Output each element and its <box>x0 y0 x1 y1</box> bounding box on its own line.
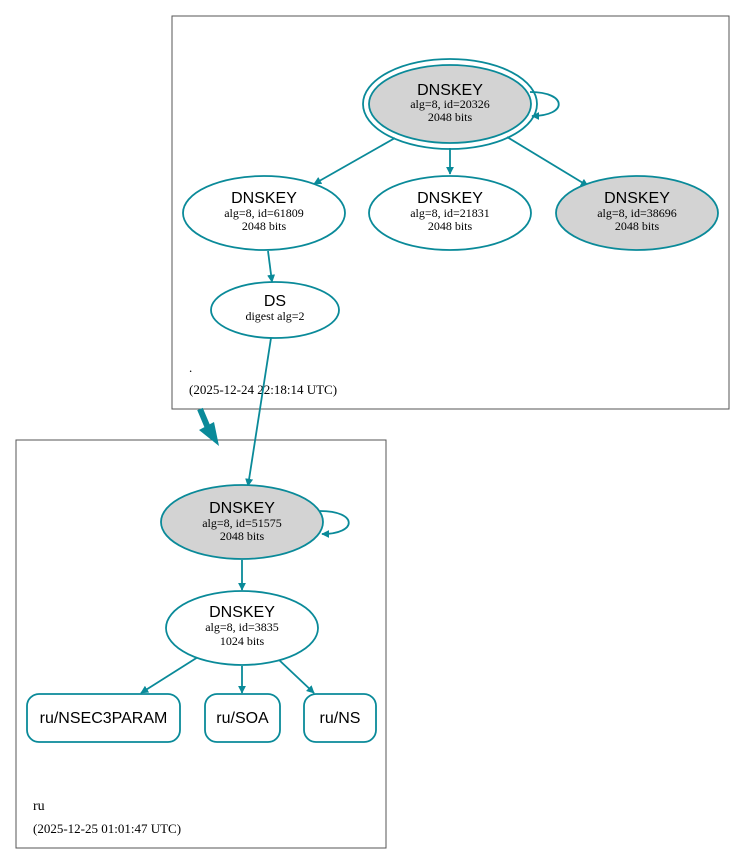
zone-ru-border <box>15 439 387 849</box>
node-ds-detail: digest alg=2 <box>245 309 304 323</box>
node-root-ksk-bits: 2048 bits <box>428 110 473 124</box>
node-rr-soa: ru/SOA <box>204 693 281 743</box>
node-root-zsk2-detail: alg=8, id=21831 <box>410 206 490 220</box>
node-ru-ksk-detail: alg=8, id=51575 <box>202 516 282 530</box>
node-root-ksk2-bits: 2048 bits <box>615 219 660 233</box>
node-root-ksk-detail: alg=8, id=20326 <box>410 97 490 111</box>
node-root-ksk2: DNSKEY alg=8, id=38696 2048 bits <box>555 175 719 251</box>
node-ds-title: DS <box>264 293 286 310</box>
edge-ru-zsk-nsec3param <box>140 656 199 694</box>
node-ru-zsk-title: DNSKEY <box>209 604 275 621</box>
node-rr-soa-label: ru/SOA <box>216 710 269 727</box>
edge-ds-ru-ksk <box>245 337 272 487</box>
node-root-zsk1: DNSKEY alg=8, id=61809 2048 bits <box>182 175 346 251</box>
edges <box>140 91 589 694</box>
edge-ru-ksk-self <box>319 510 350 538</box>
zone-root-border <box>171 15 730 410</box>
node-root-zsk2-title: DNSKEY <box>417 190 483 207</box>
node-ru-zsk-detail: alg=8, id=3835 <box>205 620 279 634</box>
node-root-ksk2-detail: alg=8, id=38696 <box>597 206 677 220</box>
edge-zsk1-ds <box>267 250 276 283</box>
zone-root-name: . <box>189 360 192 375</box>
node-ru-ksk-bits: 2048 bits <box>220 529 265 543</box>
zone-ru-timestamp: (2025-12-25 01:01:47 UTC) <box>33 821 181 836</box>
edge-ru-zsk-ns <box>277 658 315 694</box>
node-ru-ksk: DNSKEY alg=8, id=51575 2048 bits <box>160 484 324 560</box>
zone-ru-cluster: ru (2025-12-25 01:01:47 UTC) <box>15 439 387 849</box>
node-rr-ns-label: ru/NS <box>320 710 361 727</box>
node-root-ksk-title: DNSKEY <box>417 82 483 99</box>
node-root-zsk1-title: DNSKEY <box>231 190 297 207</box>
edge-root-ksk-zsk1 <box>313 137 396 185</box>
node-ru-ksk-title: DNSKEY <box>209 500 275 517</box>
node-rr-ns: ru/NS <box>303 693 377 743</box>
node-root-ksk: DNSKEY alg=8, id=20326 2048 bits <box>362 58 538 150</box>
node-rr-nsec3param-label: ru/NSEC3PARAM <box>40 710 168 727</box>
node-root-ksk2-title: DNSKEY <box>604 190 670 207</box>
node-ds: DS digest alg=2 <box>210 281 340 339</box>
edge-root-ksk-ksk2 <box>506 136 589 187</box>
node-root-zsk2: DNSKEY alg=8, id=21831 2048 bits <box>368 175 532 251</box>
node-root-zsk1-bits: 2048 bits <box>242 219 287 233</box>
node-root-zsk1-detail: alg=8, id=61809 <box>224 206 304 220</box>
node-root-zsk2-bits: 2048 bits <box>428 219 473 233</box>
node-rr-nsec3param: ru/NSEC3PARAM <box>26 693 181 743</box>
delegation-arrow <box>197 407 219 446</box>
zone-ru-name: ru <box>33 799 45 814</box>
edge-root-ksk-self <box>529 91 560 120</box>
node-ru-zsk-bits: 1024 bits <box>220 634 265 648</box>
node-ru-zsk: DNSKEY alg=8, id=3835 1024 bits <box>165 590 319 666</box>
